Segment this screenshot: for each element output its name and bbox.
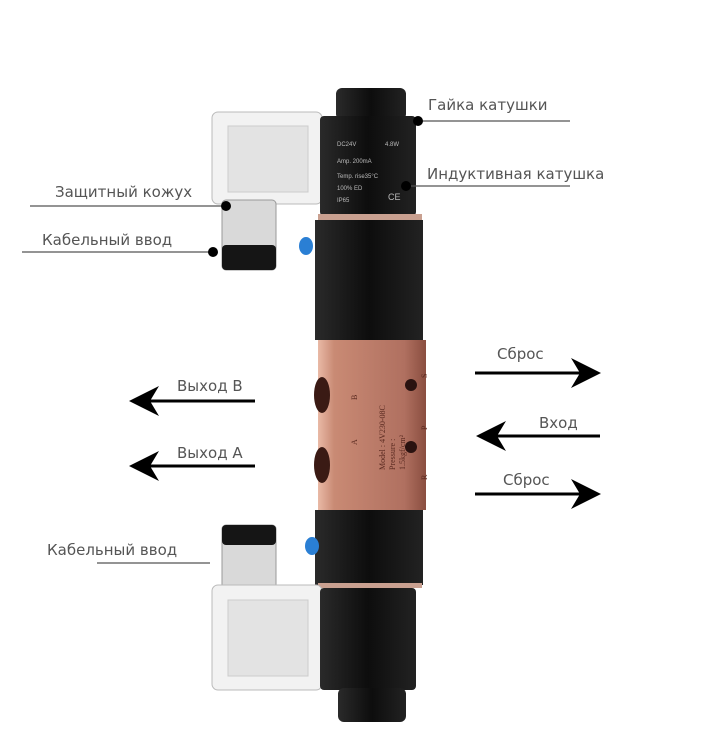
coil-voltage: DC24V: [337, 142, 356, 148]
lower-body: [315, 510, 423, 585]
label-output-a: Выход A: [177, 444, 243, 462]
model-text: Model : 4V230-08C: [378, 405, 387, 470]
top-coil: [320, 116, 416, 216]
label-exhaust-bottom: Сброс: [503, 471, 550, 489]
flow-arrows: [129, 358, 601, 509]
upper-body: [315, 220, 423, 340]
top-coil-nut: [336, 88, 406, 120]
callout-lines: [22, 120, 570, 564]
callout-dots: [208, 116, 423, 257]
port-p-label: P: [420, 425, 429, 430]
pressure-label: Pressure :: [388, 439, 397, 470]
copper-valve-body: [318, 340, 426, 510]
label-cable-entry-bottom: Кабельный ввод: [47, 541, 177, 559]
label-cable-entry-top: Кабельный ввод: [42, 231, 172, 249]
label-output-b: Выход B: [177, 377, 243, 395]
label-protective-cover: Защитный кожух: [55, 183, 192, 201]
port-b-label: B: [350, 395, 359, 400]
ce-mark: CE: [388, 192, 401, 202]
coil-current: Amp. 200mA: [337, 159, 372, 165]
label-inductive-coil: Индуктивная катушка: [427, 165, 604, 183]
valve-illustration: DC24V 4.8W Amp. 200mA Temp. rise35°C 100…: [211, 88, 429, 722]
port-s-label: S: [420, 374, 429, 378]
coil-power: 4.8W: [385, 142, 399, 148]
coil-ip: IP65: [337, 198, 350, 204]
upper-blue-button: [299, 237, 313, 255]
coil-temp: Temp. rise35°C: [337, 174, 379, 180]
coil-duty: 100% ED: [337, 186, 363, 192]
label-inlet: Вход: [539, 414, 578, 432]
port-a-label: A: [350, 439, 359, 445]
label-exhaust-top: Сброс: [497, 345, 544, 363]
label-coil-nut: Гайка катушки: [428, 96, 548, 114]
bottom-coil-nut: [338, 688, 406, 722]
port-r-label: R: [420, 474, 429, 480]
bottom-coil: [320, 588, 416, 690]
pressure-value: 1.5kgf/cm²: [398, 434, 407, 470]
lower-blue-button: [305, 537, 319, 555]
